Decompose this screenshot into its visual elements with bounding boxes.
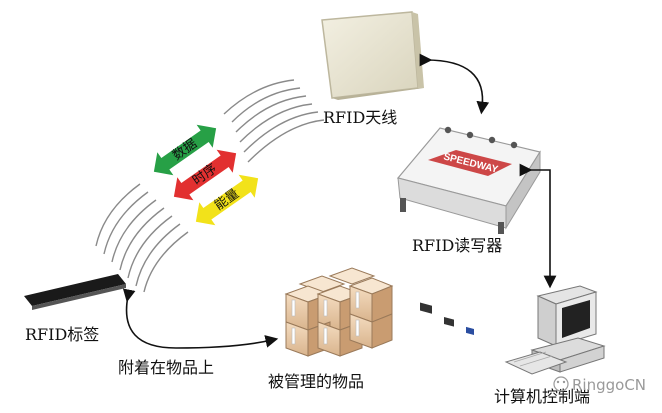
computer-label: 计算机控制端	[494, 387, 590, 406]
watermark: RinggoCN	[553, 376, 646, 394]
computer	[504, 285, 606, 375]
rfid-antenna	[321, 11, 424, 100]
tag-attach-link	[122, 288, 279, 349]
energy-flow-arrow	[195, 174, 259, 226]
managed-items-label: 被管理的物品	[268, 372, 364, 391]
reader-label: RFID读写器	[412, 236, 502, 255]
timing-flow-arrow	[173, 149, 237, 201]
antenna-reader-link	[419, 53, 490, 115]
rfid-tag	[24, 274, 126, 310]
reader-computer-link	[519, 163, 557, 289]
attached-label: 附着在物品上	[118, 358, 214, 377]
antenna-label: RFID天线	[323, 108, 397, 127]
watermark-text: RinggoCN	[572, 376, 646, 394]
tag-label: RFID标签	[25, 325, 99, 344]
radio-waves	[95, 79, 325, 293]
rfid-reader: SPEEDWAY	[396, 126, 541, 336]
managed-items-boxes	[284, 267, 394, 357]
data-flow-arrow	[153, 124, 217, 176]
